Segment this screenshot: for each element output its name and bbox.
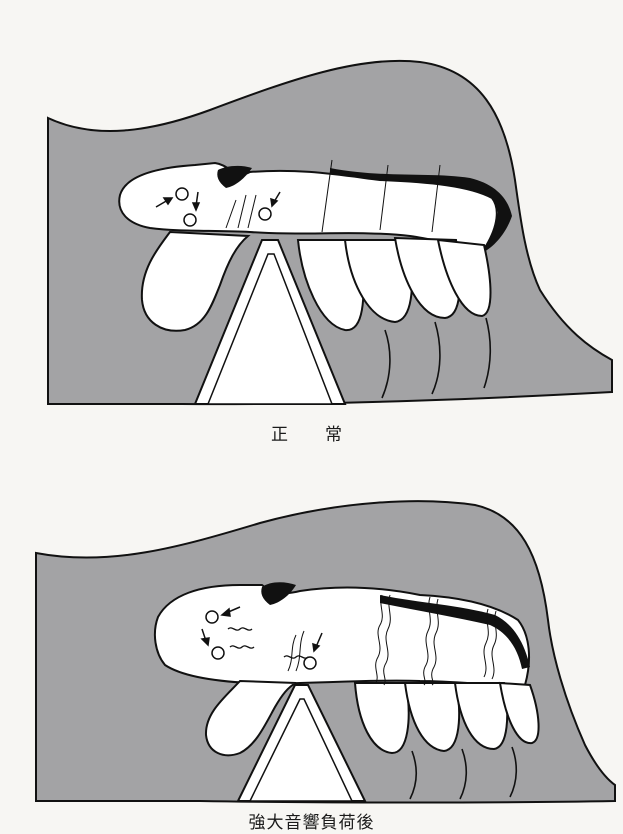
vesicle-icon [212, 647, 224, 659]
vesicle-icon [304, 657, 316, 669]
organ-of-corti-normal-illustration [0, 0, 623, 420]
organ-of-corti-damaged-illustration [0, 445, 623, 805]
vesicle-icon [259, 208, 271, 220]
diagram-panel-normal [0, 0, 623, 420]
vesicle-icon [184, 214, 196, 226]
vesicle-icon [206, 611, 218, 623]
caption-normal: 正 常 [0, 420, 623, 445]
caption-after-intense-noise: 強大音響負荷後 [0, 808, 623, 833]
vesicle-icon [176, 188, 188, 200]
diagram-panel-after-noise [0, 445, 623, 805]
